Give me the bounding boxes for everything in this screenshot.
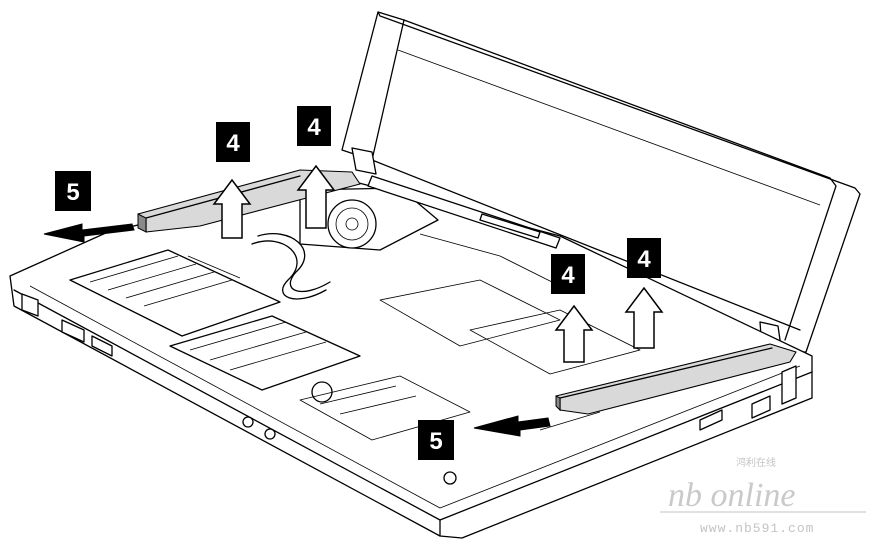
watermark-brand: nb online bbox=[668, 477, 795, 514]
fan-heatsink bbox=[251, 187, 439, 300]
callout-step-4: 4 bbox=[627, 238, 661, 278]
watermark-url: www.nb591.com bbox=[700, 521, 814, 536]
watermark-chinese: 鸿利在线 bbox=[736, 456, 776, 469]
callout-label: 4 bbox=[561, 262, 575, 289]
memory-module-area bbox=[69, 249, 361, 391]
lcd-panel bbox=[341, 11, 861, 355]
up-arrow bbox=[554, 304, 594, 363]
callout-step-4: 4 bbox=[297, 106, 331, 146]
callout-label: 4 bbox=[637, 246, 651, 273]
up-arrow bbox=[624, 286, 664, 349]
watermark: 鸿利在线 nb online www.nb591.com bbox=[660, 456, 866, 536]
callout-label: 5 bbox=[429, 428, 442, 455]
callout-step-5: 5 bbox=[418, 420, 454, 460]
board-details bbox=[187, 233, 641, 485]
callout-label: 5 bbox=[66, 179, 79, 206]
right-hinge-cover bbox=[555, 343, 797, 415]
hinge-bar bbox=[367, 175, 561, 249]
callout-step-4: 4 bbox=[551, 254, 585, 294]
up-arrow bbox=[296, 164, 336, 229]
left-arrow bbox=[473, 415, 551, 437]
up-arrow bbox=[212, 178, 252, 239]
callout-label: 4 bbox=[307, 114, 321, 141]
left-arrow bbox=[43, 223, 135, 243]
callout-step-4: 4 bbox=[216, 122, 250, 162]
callout-label: 4 bbox=[226, 130, 240, 157]
callout-step-5: 5 bbox=[55, 171, 91, 211]
